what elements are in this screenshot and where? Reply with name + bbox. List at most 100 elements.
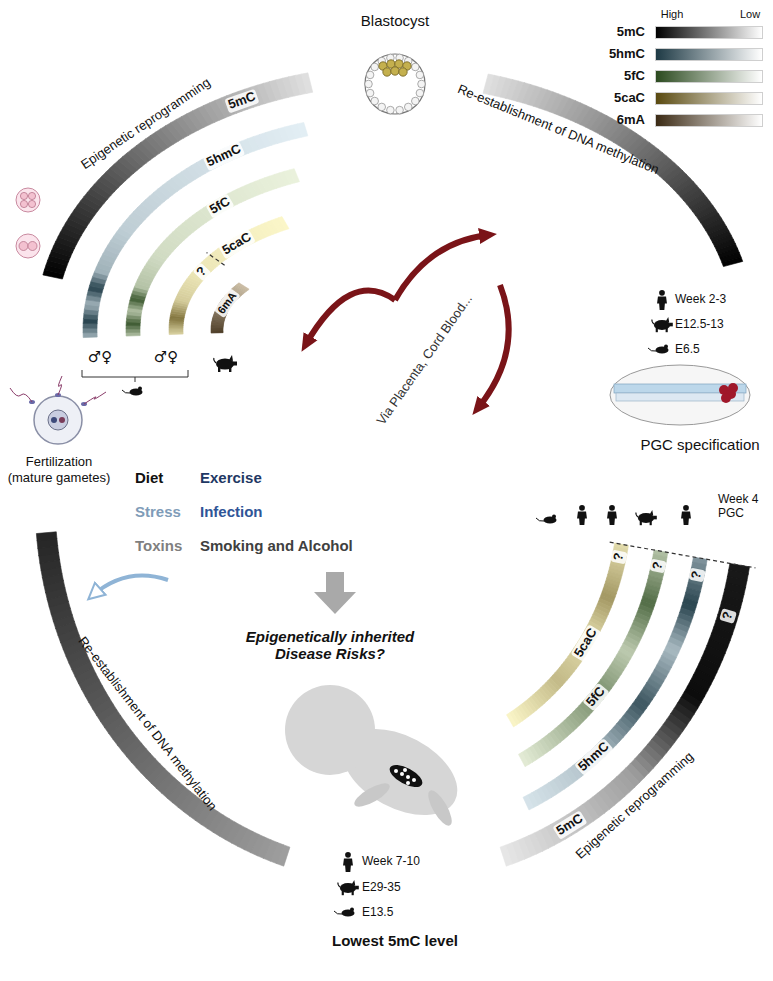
6mA-band bbox=[211, 283, 249, 333]
trophectoderm-cell bbox=[412, 63, 420, 71]
legend-label: 6mA bbox=[585, 113, 645, 128]
band-label: 6mA bbox=[213, 288, 240, 318]
6mA-band-segment bbox=[211, 325, 223, 326]
trophectoderm-cell bbox=[404, 103, 412, 111]
timing-label: Week 7-10 bbox=[362, 855, 420, 869]
timing-label: Week 4 PGC bbox=[718, 493, 770, 521]
transmission-arrow bbox=[306, 291, 395, 344]
arrows bbox=[92, 235, 509, 614]
factor-label: Infection bbox=[200, 503, 263, 520]
5caC-band bbox=[169, 217, 289, 335]
node-label: Lowest 5mC level bbox=[290, 932, 500, 950]
factor-label: Smoking and Alcohol bbox=[200, 537, 353, 554]
transmission-arrow bbox=[478, 285, 509, 408]
band-label: 5caC bbox=[570, 624, 601, 662]
trophectoderm-cell bbox=[371, 63, 379, 71]
fetus bbox=[285, 685, 472, 833]
bracket bbox=[82, 370, 188, 382]
5mC-band bbox=[500, 563, 749, 866]
human-icon bbox=[657, 290, 667, 310]
band-label: 5caC bbox=[219, 229, 257, 260]
dashed-dividers bbox=[207, 253, 756, 568]
timing-label: E29-35 bbox=[362, 881, 401, 895]
5mC-band-segment bbox=[301, 73, 312, 94]
5mC-band bbox=[43, 73, 313, 279]
trophectoderm-cell bbox=[416, 89, 424, 97]
pig-icon bbox=[636, 510, 657, 525]
dashed-line bbox=[610, 542, 756, 568]
legend-label: 5caC bbox=[585, 91, 645, 106]
trophectoderm-cell bbox=[416, 71, 424, 79]
timing-label: E12.5-13 bbox=[675, 318, 724, 332]
trophectoderm-cell bbox=[418, 80, 426, 88]
mouse-icon bbox=[648, 345, 669, 354]
human-icon bbox=[577, 505, 587, 525]
6mA-band-segment bbox=[211, 328, 223, 329]
factor-label: Exercise bbox=[200, 469, 262, 486]
trophectoderm-cell bbox=[366, 71, 374, 79]
legend-swatch bbox=[655, 26, 763, 39]
6mA-band-segment bbox=[211, 329, 223, 331]
factor-label: Stress bbox=[135, 503, 181, 520]
human-icon bbox=[681, 505, 691, 525]
legend-swatch bbox=[655, 92, 763, 105]
6mA-band-segment bbox=[211, 324, 223, 326]
legend-label: 5hmC bbox=[585, 47, 645, 62]
5fC-band bbox=[518, 550, 667, 767]
5mC-band-segment bbox=[36, 532, 57, 541]
5fC-band bbox=[126, 169, 299, 336]
human-icon bbox=[607, 505, 617, 525]
mouse-icon bbox=[122, 387, 143, 396]
pig-icon bbox=[652, 317, 673, 332]
stage-node: Blastocyst bbox=[335, 12, 455, 34]
6mA-band-segment bbox=[211, 330, 223, 331]
stage-node: Fertilization (mature gametes) bbox=[2, 454, 116, 490]
gradient-bands bbox=[36, 73, 749, 866]
5caC-band bbox=[507, 543, 629, 727]
6mA-band-segment bbox=[238, 283, 249, 290]
human-icon bbox=[343, 852, 353, 872]
6mA-band-segment bbox=[211, 331, 223, 332]
5mC-band-segment bbox=[722, 257, 743, 267]
trophectoderm-cell bbox=[366, 89, 374, 97]
block-arrow bbox=[314, 572, 356, 614]
stage-label: Re-establishment of DNA methylation bbox=[75, 635, 220, 815]
6mA-band-segment bbox=[211, 329, 223, 330]
trophectoderm-cell bbox=[365, 80, 373, 88]
factor-label: Toxins bbox=[135, 537, 182, 554]
5hmC-band-segment bbox=[523, 795, 533, 810]
pgc-embryo bbox=[610, 365, 750, 425]
zygote bbox=[10, 376, 106, 444]
trophectoderm-cell bbox=[387, 106, 395, 114]
trophectoderm-cell bbox=[378, 103, 386, 111]
trophectoderm-cell bbox=[412, 97, 420, 105]
legend-label: 5fC bbox=[585, 69, 645, 84]
sex-symbols: ♂♀ bbox=[154, 349, 178, 366]
cleavage-embryos bbox=[16, 188, 40, 258]
timing-label: Week 2-3 bbox=[675, 293, 726, 307]
route-label: Via Placenta, Cord Blood... bbox=[374, 292, 476, 428]
timing-label: E13.5 bbox=[362, 906, 393, 920]
5fC-band-segment bbox=[518, 752, 528, 766]
5hmC-band bbox=[83, 122, 308, 337]
scale-label: Low bbox=[740, 8, 760, 21]
stage-node: PGC specification bbox=[630, 436, 770, 458]
band-label: 5hmC bbox=[574, 738, 614, 776]
6mA-band-segment bbox=[211, 326, 223, 327]
trophectoderm-cell bbox=[396, 106, 404, 114]
legend-label: 5mC bbox=[585, 25, 645, 40]
pig-icon bbox=[338, 880, 359, 895]
5hmC-band-segment bbox=[297, 122, 308, 137]
node-label: Fertilization (mature gametes) bbox=[2, 454, 116, 485]
trophectoderm-cell bbox=[371, 97, 379, 105]
influence-arrow bbox=[92, 576, 168, 596]
scale-label: High bbox=[661, 8, 684, 21]
6mA-band-segment bbox=[237, 284, 248, 291]
legend-swatch bbox=[655, 70, 763, 83]
5mC-band bbox=[36, 532, 290, 866]
node-label: PGC specification bbox=[630, 436, 770, 454]
icons bbox=[82, 290, 691, 917]
sex-symbols: ♂♀ bbox=[88, 349, 112, 366]
mouse-icon bbox=[536, 515, 557, 524]
